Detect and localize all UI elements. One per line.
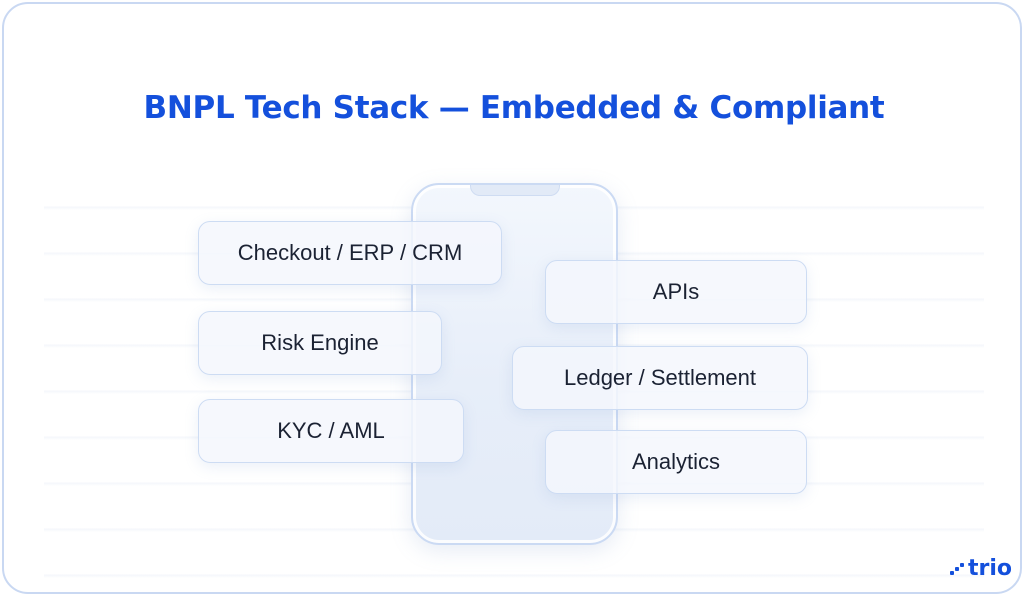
stack-item-label: APIs xyxy=(652,279,700,304)
diagram-title: BNPL Tech Stack — Embedded & Compliant xyxy=(143,90,885,126)
stack-item-ledger-settlement: Ledger / Settlement xyxy=(512,346,808,410)
stack-item-label: KYC / AML xyxy=(277,418,385,443)
stack-item-kyc-aml: KYC / AML xyxy=(198,399,464,463)
trio-dots-icon xyxy=(950,562,964,576)
stack-item-label: Ledger / Settlement xyxy=(563,365,756,390)
stack-item-risk-engine: Risk Engine xyxy=(198,311,442,375)
logo-text: trio xyxy=(968,556,1013,581)
stack-item-checkout: Checkout / ERP / CRM xyxy=(198,221,502,285)
trio-logo: trio xyxy=(950,556,1012,581)
stack-item-label: Analytics xyxy=(631,449,721,474)
stack-item-analytics: Analytics xyxy=(545,430,807,494)
stack-item-label: Risk Engine xyxy=(261,330,379,355)
stack-item-label: Checkout / ERP / CRM xyxy=(237,240,463,265)
stack-item-apis: APIs xyxy=(545,260,807,324)
phone-notch xyxy=(469,185,560,196)
